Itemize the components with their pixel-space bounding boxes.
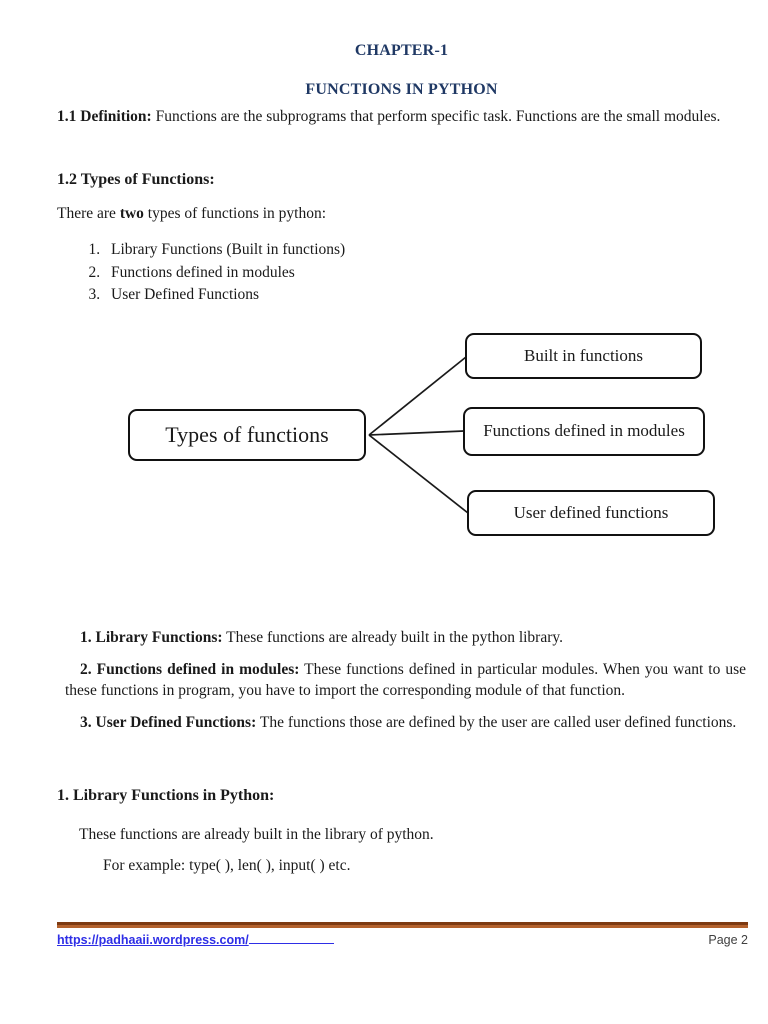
diagram-root-box: Types of functions xyxy=(128,408,366,461)
description-user-defined-functions: 3. User Defined Functions: The functions… xyxy=(65,712,746,733)
definition-label: 1.1 Definition: xyxy=(57,108,152,125)
diagram-box-user-defined-functions: User defined functions xyxy=(467,489,715,536)
definition-paragraph: 1.1 Definition: Functions are the subpro… xyxy=(57,106,746,127)
diagram-box-built-in-functions: Built in functions xyxy=(465,332,702,379)
library-functions-description: These functions are already built in the… xyxy=(79,825,434,843)
diagram-connector-lines xyxy=(368,355,469,514)
description-module-functions-text: These functions defined in particular mo… xyxy=(65,660,746,699)
definition-text: Functions are the subprograms that perfo… xyxy=(151,108,721,125)
types-intro-emphasis: two xyxy=(119,205,144,222)
description-module-functions-label: 2. Functions defined in modules: xyxy=(80,660,300,678)
types-of-functions-diagram: Types of functions Built in functions Fu… xyxy=(57,328,746,543)
types-intro-suffix: types of functions in python: xyxy=(143,205,327,222)
chapter-title: CHAPTER-1 xyxy=(354,42,449,59)
document-title: FUNCTIONS IN PYTHON xyxy=(305,81,498,98)
description-user-defined-functions-text: The functions those are defined by the u… xyxy=(256,713,737,731)
description-library-functions: 1. Library Functions: These functions ar… xyxy=(65,627,746,648)
list-item-user-defined-functions: User Defined Functions xyxy=(104,284,746,307)
description-library-functions-text: These functions are already built in the… xyxy=(222,628,564,646)
description-module-functions: 2. Functions defined in modules: These f… xyxy=(65,659,746,701)
types-section-heading: 1.2 Types of Functions: xyxy=(57,171,215,188)
description-user-defined-functions-label: 3. User Defined Functions: xyxy=(80,713,257,731)
page-number: Page 2 xyxy=(708,933,748,947)
footer-link-underline-extension xyxy=(248,932,334,944)
types-of-functions-list: Library Functions (Built in functions) F… xyxy=(57,239,746,307)
types-intro-prefix: There are xyxy=(57,205,120,222)
footer-link-wrap: https://padhaaii.wordpress.com/ xyxy=(57,932,334,947)
footer-divider-rule xyxy=(57,922,748,928)
types-intro: There are two types of functions in pyth… xyxy=(57,203,746,224)
library-functions-example: For example: type( ), len( ), input( ) e… xyxy=(103,856,351,874)
footer-website-link[interactable]: https://padhaaii.wordpress.com/ xyxy=(57,933,249,947)
footer-row: https://padhaaii.wordpress.com/ Page 2 xyxy=(57,932,748,947)
list-item-module-functions: Functions defined in modules xyxy=(104,262,746,285)
library-functions-heading: 1. Library Functions in Python: xyxy=(57,786,275,804)
description-library-functions-label: 1. Library Functions: xyxy=(80,628,223,646)
list-item-library-functions: Library Functions (Built in functions) xyxy=(104,239,746,262)
page-footer: https://padhaaii.wordpress.com/ Page 2 xyxy=(57,922,748,947)
diagram-box-functions-defined-in-modules: Functions defined in modules xyxy=(463,406,705,456)
